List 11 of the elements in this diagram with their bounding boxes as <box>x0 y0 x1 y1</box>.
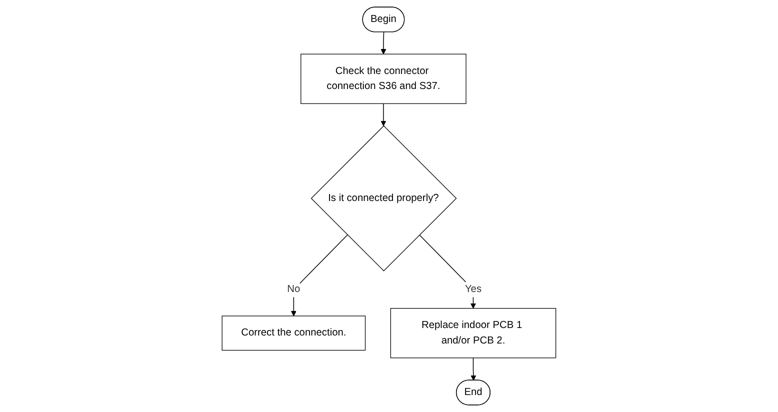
arrow <box>380 103 386 126</box>
arrow <box>290 234 348 316</box>
arrow <box>380 32 386 54</box>
node-diamond: Is it connected properly? <box>310 125 457 272</box>
node-box: Correct the connection. <box>222 316 366 351</box>
arrow <box>419 234 476 309</box>
edge-label: Yes <box>464 284 482 295</box>
edge-label: No <box>287 284 300 295</box>
node-box: Replace indoor PCB 1 and/or PCB 2. <box>390 308 556 358</box>
arrow <box>470 358 476 381</box>
node-box: Check the connector connection S36 and S37. <box>300 54 466 104</box>
